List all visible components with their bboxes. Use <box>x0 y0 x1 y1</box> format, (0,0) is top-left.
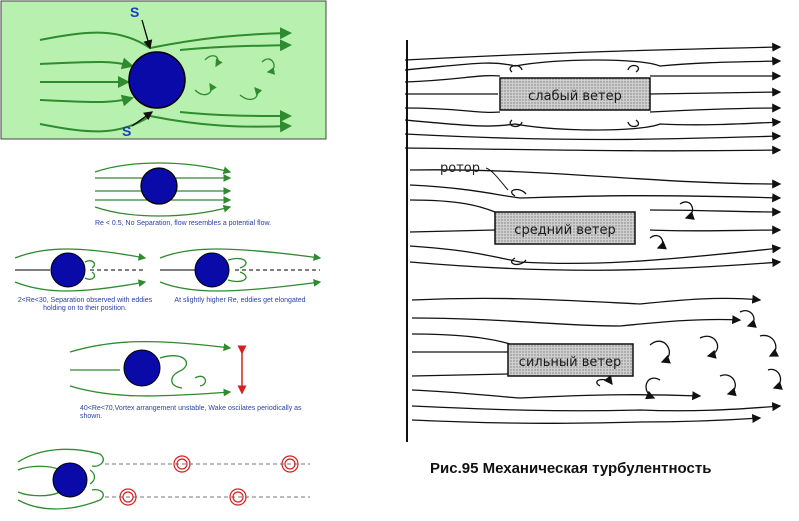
diagram-re-2-30 <box>14 248 147 292</box>
rotor-label: ротор <box>440 161 480 176</box>
diagram-re-40-70 <box>69 340 247 397</box>
box-strong-label: сильный ветер <box>519 355 621 370</box>
diagram-eddies-elongated <box>159 248 322 292</box>
flow-separation-panel <box>0 0 327 140</box>
diagram-re-low <box>94 162 232 217</box>
box-medium-label: средний ветер <box>514 223 615 238</box>
box-weak-label: слабый ветер <box>528 89 622 104</box>
caption-eddies-elongated: At slightly higher Re, eddies get elonga… <box>174 297 306 304</box>
strong-wind-diagram <box>411 294 783 424</box>
weak-wind-diagram <box>404 42 780 155</box>
separation-point-top-label: S <box>130 4 139 20</box>
caption-re-40-70: 40<Re<70,Vortex arrangement unstable, Wa… <box>80 405 302 420</box>
separation-point-bottom-label: S <box>122 123 131 139</box>
medium-wind-diagram <box>409 167 780 271</box>
diagram-vortex-street <box>17 448 310 510</box>
caption-re-2-30: 2<Re<30, Separation observed with eddies… <box>17 297 153 312</box>
caption-re-low: Re < 0.5, No Separation, flow resembles … <box>95 220 272 227</box>
turbulence-figure <box>404 40 783 442</box>
figure-caption: Рис.95 Механическая турбулентность <box>430 460 711 477</box>
